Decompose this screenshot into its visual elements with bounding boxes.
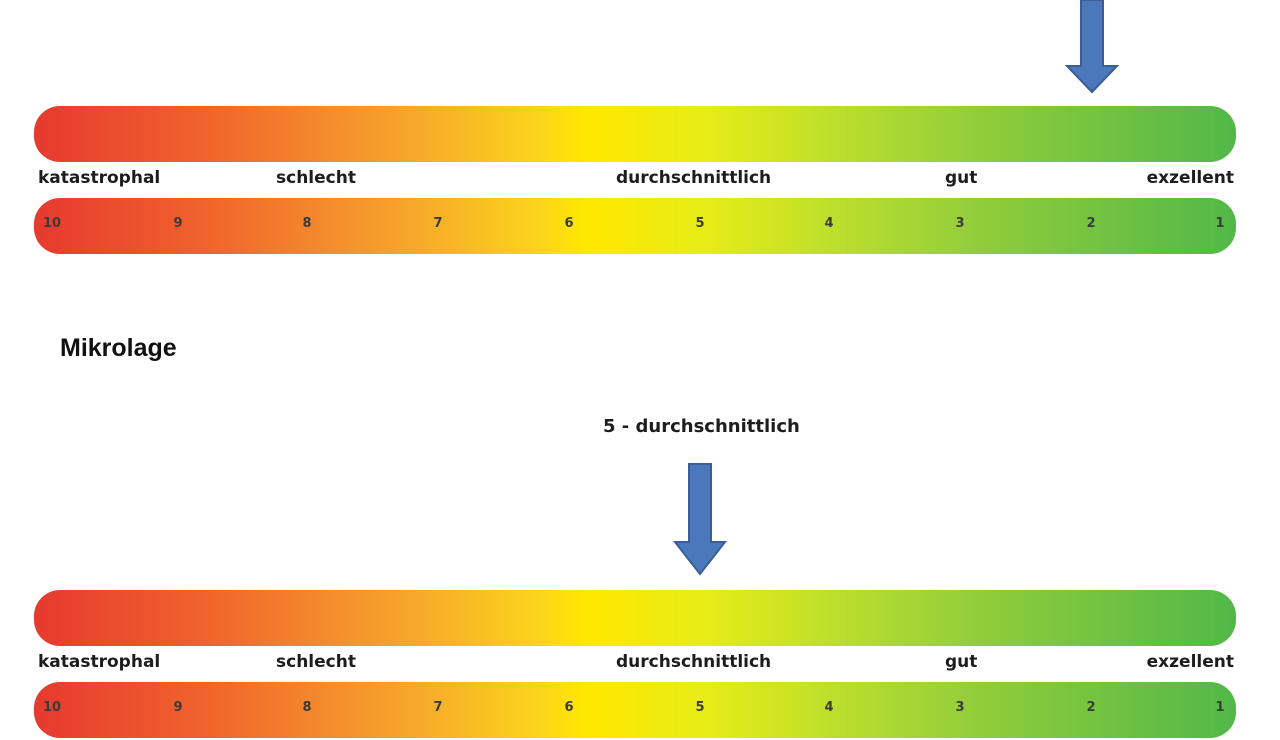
- scale-number: 7: [433, 700, 443, 715]
- grade-label-durchschnittlich: durchschnittlich: [616, 168, 772, 188]
- grade-label-exzellent: exzellent: [1146, 652, 1234, 672]
- scale-number: 7: [433, 216, 443, 231]
- scale-number: 4: [824, 700, 834, 715]
- grade-label-exzellent: exzellent: [1146, 168, 1234, 188]
- grade-labels: katastrophal schlecht durchschnittlich g…: [34, 164, 1236, 196]
- rating-scale-mikrolage: katastrophal schlecht durchschnittlich g…: [34, 590, 1236, 740]
- grade-labels: katastrophal schlecht durchschnittlich g…: [34, 648, 1236, 680]
- section-heading-mikrolage: Mikrolage: [60, 334, 177, 362]
- scale-number: 2: [1086, 700, 1096, 715]
- numbered-gradient-bar: 10 9 8 7 6 5 4 3 2 1: [34, 682, 1236, 738]
- rating-arrow-down-icon: [1064, 0, 1120, 94]
- scale-number: 8: [302, 216, 312, 231]
- color-gradient-bar: [34, 590, 1236, 646]
- scale-number: 9: [173, 216, 183, 231]
- scale-number: 10: [42, 700, 62, 715]
- scale-number: 5: [695, 700, 705, 715]
- rating-caption: 5 - durchschnittlich: [603, 416, 800, 437]
- scale-number: 1: [1215, 216, 1225, 231]
- rating-scale-top: katastrophal schlecht durchschnittlich g…: [34, 106, 1236, 256]
- scale-number: 1: [1215, 700, 1225, 715]
- grade-label-schlecht: schlecht: [276, 168, 356, 188]
- numbered-gradient-bar: 10 9 8 7 6 5 4 3 2 1: [34, 198, 1236, 254]
- grade-label-schlecht: schlecht: [276, 652, 356, 672]
- rating-arrow-down-icon: [672, 463, 728, 576]
- scale-number: 3: [955, 700, 965, 715]
- scale-number: 9: [173, 700, 183, 715]
- scale-number: 8: [302, 700, 312, 715]
- scale-number: 3: [955, 216, 965, 231]
- scale-number: 6: [564, 216, 574, 231]
- scale-number: 6: [564, 700, 574, 715]
- scale-number: 4: [824, 216, 834, 231]
- grade-label-durchschnittlich: durchschnittlich: [616, 652, 772, 672]
- scale-number: 10: [42, 216, 62, 231]
- grade-label-katastrophal: katastrophal: [38, 168, 161, 188]
- grade-label-katastrophal: katastrophal: [38, 652, 161, 672]
- color-gradient-bar: [34, 106, 1236, 162]
- grade-label-gut: gut: [945, 168, 978, 188]
- scale-number: 2: [1086, 216, 1096, 231]
- grade-label-gut: gut: [945, 652, 978, 672]
- scale-number: 5: [695, 216, 705, 231]
